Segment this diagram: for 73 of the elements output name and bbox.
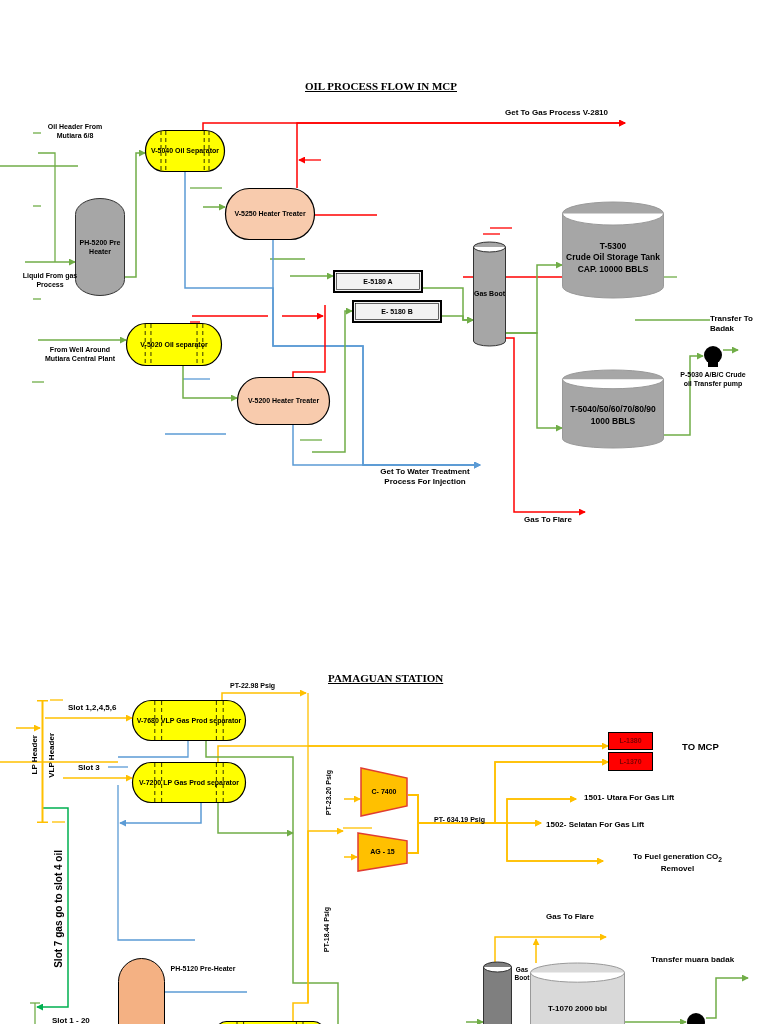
launcher-box: [608, 752, 653, 771]
storage-tank: [562, 202, 664, 298]
annotation-text: TO MCP: [682, 741, 720, 754]
separator-vessel: [132, 762, 246, 803]
pipe-arrow: [119, 802, 202, 827]
pipe-arrow: [221, 689, 307, 701]
annotation-text: Slot 1,2,4,5,6: [68, 703, 118, 714]
pre-heater-vessel: [118, 958, 165, 1024]
separator-vessel: [145, 130, 225, 172]
stream-label: 1501- Utara For Gas Lift: [584, 793, 704, 804]
pre-heater-vessel: [75, 198, 125, 296]
pipe-arrow: [505, 332, 563, 432]
pipe-arrow: [292, 827, 344, 1022]
pipe-arrow: [44, 714, 133, 722]
pipe-arrow: [441, 315, 474, 324]
pipe-arrow: [292, 424, 481, 469]
storage-tank: [562, 370, 664, 448]
pipe-arrow: [624, 1018, 687, 1024]
heater-treater-vessel: [225, 188, 315, 240]
gas-boot-vessel: [473, 242, 506, 346]
stream-label: To Fuel generation CO$_{2}$ Removel: [620, 852, 735, 875]
compressor-symbol: [360, 767, 408, 817]
pipe-arrow: [217, 802, 294, 837]
stream-label: Gas To Flare: [546, 912, 616, 923]
annotation-text: VLP Header: [47, 733, 57, 778]
annotation-text: LP Header: [30, 735, 40, 775]
pipe-arrow: [532, 938, 540, 964]
pipe-arrow: [311, 307, 353, 453]
heater-treater-vessel: [237, 377, 330, 425]
equipment-tag: T-5300 Crude Oil Storage Tank CAP. 10000 BBLS: [562, 240, 664, 275]
pipe-arrow: [217, 742, 609, 763]
section-title: PAMAGUAN STATION: [328, 672, 445, 684]
stream-label: Get To Water Treatment Process For Injection: [370, 467, 480, 488]
pipe-arrow: [182, 365, 238, 402]
heat-exchanger: [333, 270, 423, 293]
stream-label: Transfer muara badak: [651, 955, 761, 966]
gas-boot-vessel: [483, 962, 512, 1024]
pipe-arrow: [663, 352, 704, 436]
pipe-arrow: [465, 1018, 484, 1024]
pipe-arrow: [505, 337, 586, 516]
launcher-box: [608, 732, 653, 750]
storage-tank: [530, 963, 625, 1024]
annotation-text: Slot 3: [78, 763, 101, 774]
equipment-tag: T-1070 2000 bbl: [530, 1004, 625, 1015]
heat-exchanger: [352, 300, 442, 323]
header-pipe: [40, 700, 45, 823]
pipe-arrow: [296, 119, 626, 189]
stream-label: Gas To Flare: [524, 515, 584, 526]
pipe-arrow: [343, 795, 361, 803]
pipe-arrow: [124, 149, 146, 278]
pipe-arrow: [407, 822, 604, 865]
compressor-symbol: [357, 832, 408, 872]
stream-label: 1502- Selatan For Gas Lift: [546, 820, 666, 831]
pipe-arrow: [24, 258, 76, 266]
equipment-tag: T-5040/50/60/70/80/90 1000 BBLS: [562, 403, 664, 427]
pipe-arrow: [705, 974, 749, 1019]
pipe-arrow: [343, 853, 358, 861]
pipe-arrow: [494, 933, 607, 963]
annotation-text: Slot 7 gas go to slot 4 oil: [52, 850, 65, 968]
pump-icon: [703, 345, 723, 367]
pipe-arrow: [36, 807, 69, 1011]
pipe-arrow: [202, 203, 226, 211]
pipe-arrow: [722, 346, 739, 354]
stream-label: Get To Gas Process V-2810: [505, 108, 645, 119]
pipe-arrow: [289, 272, 334, 280]
separator-vessel: [126, 323, 222, 366]
pipe-arrow: [37, 336, 127, 344]
diagram-title: OIL PROCESS FLOW IN MCP: [305, 80, 457, 92]
pipe-arrow: [62, 774, 133, 782]
stream-label: Slot 1 - 20: [52, 1016, 112, 1024]
pipe-arrow: [15, 724, 41, 732]
separator-vessel: [132, 700, 246, 741]
stream-label: Transfer To Badak: [710, 314, 760, 335]
